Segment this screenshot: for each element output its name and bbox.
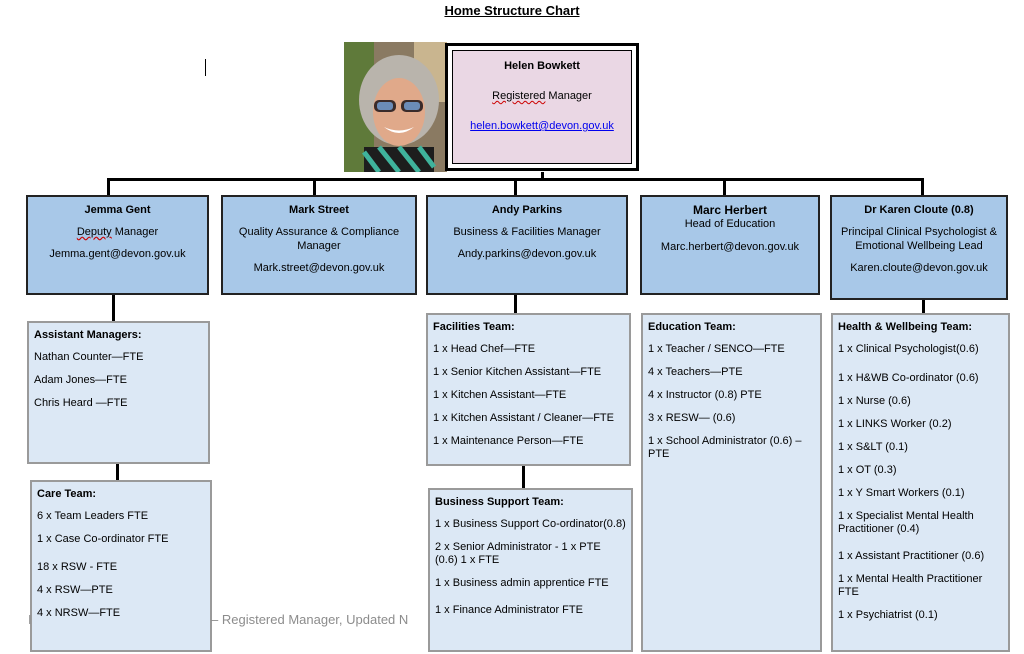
team-item: 1 x Teacher / SENCO—FTE — [648, 343, 785, 355]
portrait-image — [344, 42, 447, 172]
connector-drop-5 — [921, 178, 924, 197]
registered-manager-card: Helen Bowkett Registered Manager helen.b… — [452, 50, 632, 164]
marc-herbert-box: Marc Herbert Head of Education Marc.herb… — [640, 195, 820, 295]
team-heading: Education Team: — [648, 321, 736, 333]
team-item: 4 x Teachers—PTE — [648, 366, 743, 378]
team-item: Nathan Counter—FTE — [34, 351, 144, 363]
team-heading: Health & Wellbeing Team: — [838, 321, 973, 333]
box-role-underlined: Deputy — [76, 226, 112, 238]
box-email: Andy.parkins@devon.gov.uk — [457, 248, 597, 260]
jemma-gent-box: Jemma Gent Deputy Manager Jemma.gent@dev… — [26, 195, 209, 295]
box-name: Dr Karen Cloute (0.8) — [864, 204, 974, 216]
team-item: 1 x Y Smart Workers (0.1) — [838, 487, 965, 499]
business-support-team-box: Business Support Team: 1 x Business Supp… — [428, 488, 633, 652]
team-item: 1 x Kitchen Assistant—FTE — [433, 389, 567, 401]
team-item: 1 x H&WB Co-ordinator (0.6) — [838, 372, 979, 384]
team-item: 2 x Senior Administrator - 1 x PTE (0.6)… — [435, 541, 601, 566]
box-email: Mark.street@devon.gov.uk — [253, 262, 385, 274]
box-email: Jemma.gent@devon.gov.uk — [49, 248, 186, 260]
box-role: Principal Clinical Psychologist & Emotio… — [841, 226, 997, 252]
team-item: 1 x Case Co-ordinator FTE — [37, 533, 169, 545]
team-heading: Assistant Managers: — [34, 329, 142, 341]
team-item: 1 x Business admin apprentice FTE — [435, 577, 609, 589]
box-email: Marc.herbert@devon.gov.uk — [660, 241, 800, 253]
connector-andy-facilities — [514, 295, 517, 313]
team-item: 1 x S&LT (0.1) — [838, 441, 908, 453]
connector-drop-4 — [723, 178, 726, 197]
assistant-managers-box: Assistant Managers: Nathan Counter—FTE A… — [27, 321, 210, 464]
team-item: 6 x Team Leaders FTE — [37, 510, 149, 522]
manager-role-rest: Manager — [545, 90, 592, 102]
text-cursor — [205, 59, 206, 76]
mark-street-box: Mark Street Quality Assurance & Complian… — [221, 195, 417, 295]
team-item: 4 x NRSW—FTE — [37, 607, 121, 619]
team-item: 1 x Clinical Psychologist(0.6) — [838, 343, 979, 355]
box-role: Quality Assurance & Compliance Manager — [238, 226, 400, 252]
box-role: Head of Education — [684, 218, 776, 230]
box-role: Deputy Manager — [28, 225, 207, 239]
connector-karen-health — [922, 300, 925, 313]
footer-text: – Registered Manager, Updated N — [211, 612, 409, 627]
education-team-box: Education Team: 1 x Teacher / SENCO—FTE … — [641, 313, 822, 652]
manager-role-underlined: Registered — [492, 90, 546, 102]
box-email: Karen.cloute@devon.gov.uk — [850, 262, 988, 274]
manager-email-link[interactable]: helen.bowkett@devon.gov.uk — [470, 120, 614, 132]
page-title: Home Structure Chart — [444, 3, 580, 18]
connector-drop-1 — [107, 178, 110, 197]
karen-cloute-box: Dr Karen Cloute (0.8) Principal Clinical… — [830, 195, 1008, 300]
team-item: 4 x Instructor (0.8) PTE — [648, 389, 762, 401]
connector-drop-2 — [313, 178, 316, 197]
manager-photo — [344, 42, 447, 172]
box-name: Marc Herbert — [692, 203, 768, 217]
connector-facilities-business — [522, 465, 525, 488]
team-item: 1 x Senior Kitchen Assistant—FTE — [433, 366, 602, 378]
team-item: 4 x RSW—PTE — [37, 584, 113, 596]
team-item: 1 x Assistant Practitioner (0.6) — [838, 550, 985, 562]
team-item: 1 x LINKS Worker (0.2) — [838, 418, 952, 430]
connector-assistant-care — [116, 463, 119, 480]
box-role-rest: Manager — [111, 226, 159, 238]
team-item: 1 x Head Chef—FTE — [433, 343, 536, 355]
care-team-box: Care Team: 6 x Team Leaders FTE 1 x Case… — [30, 480, 212, 652]
team-heading: Facilities Team: — [433, 321, 515, 333]
team-item: 18 x RSW - FTE — [37, 561, 118, 573]
manager-role: Registered Manager — [453, 90, 631, 102]
andy-parkins-box: Andy Parkins Business & Facilities Manag… — [426, 195, 628, 295]
health-wellbeing-team-box: Health & Wellbeing Team: 1 x Clinical Ps… — [831, 313, 1010, 652]
team-item: 1 x Psychiatrist (0.1) — [838, 609, 938, 621]
connector-jemma-assistant — [112, 295, 115, 321]
box-name: Andy Parkins — [491, 204, 563, 216]
team-item: 1 x Maintenance Person—FTE — [433, 435, 584, 447]
facilities-team-box: Facilities Team: 1 x Head Chef—FTE 1 x S… — [426, 313, 631, 466]
team-item: 1 x Mental Health Practitioner FTE — [838, 573, 983, 598]
team-item: 1 x School Administrator (0.6) – PTE — [648, 435, 802, 460]
team-item: Chris Heard —FTE — [34, 397, 128, 409]
team-item: 1 x OT (0.3) — [838, 464, 897, 476]
team-item: 1 x Business Support Co-ordinator(0.8) — [435, 518, 626, 530]
team-item: Adam Jones—FTE — [34, 374, 127, 386]
team-heading: Business Support Team: — [435, 496, 564, 508]
box-name: Jemma Gent — [84, 204, 151, 216]
team-item: 1 x Kitchen Assistant / Cleaner—FTE — [433, 412, 614, 424]
team-item: 3 x RESW— (0.6) — [648, 412, 736, 424]
box-name: Mark Street — [289, 204, 349, 216]
manager-name: Helen Bowkett — [504, 60, 580, 72]
team-item: 1 x Nurse (0.6) — [838, 395, 911, 407]
box-role: Business & Facilities Manager — [453, 226, 601, 238]
footer-text-left: I — [28, 612, 32, 627]
team-item: 1 x Specialist Mental Health Practitione… — [838, 510, 974, 535]
team-item: 1 x Finance Administrator FTE — [435, 604, 583, 616]
connector-drop-3 — [514, 178, 517, 197]
team-heading: Care Team: — [37, 488, 97, 500]
registered-manager-box: Helen Bowkett Registered Manager helen.b… — [445, 43, 639, 171]
connector-manager-down — [541, 172, 544, 180]
